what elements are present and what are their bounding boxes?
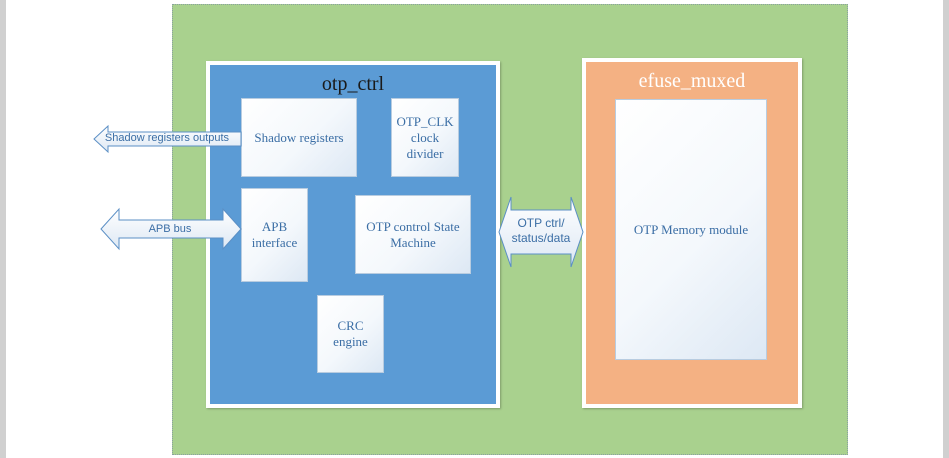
shadow-outputs-arrow	[93, 124, 242, 154]
otp-ctrl-title: otp_ctrl	[321, 73, 385, 95]
efuse-muxed-title: efuse_muxed	[638, 70, 746, 92]
apb-interface-label: APB interface	[251, 219, 298, 250]
otp-link-arrow	[498, 196, 584, 268]
otp-clk-divider-block: OTP_CLK clock divider	[391, 98, 459, 177]
otp-link-label: OTP ctrl/ status/data	[511, 216, 571, 245]
otp-clk-divider-label: OTP_CLK clock divider	[396, 113, 454, 161]
state-machine-label: OTP control State Machine	[366, 218, 460, 250]
otp-memory-module-block: OTP Memory module	[615, 99, 767, 360]
shadow-registers-block: Shadow registers	[241, 98, 357, 177]
apb-interface-block: APB interface	[241, 188, 308, 282]
page-edge-right	[943, 0, 949, 458]
page-edge-left	[0, 0, 6, 458]
shadow-registers-label: Shadow registers	[254, 129, 344, 145]
state-machine-block: OTP control State Machine	[355, 195, 471, 274]
crc-engine-label: CRC engine	[333, 318, 368, 349]
apb-bus-arrow	[100, 207, 242, 251]
otp-memory-module-label: OTP Memory module	[633, 221, 749, 237]
crc-engine-block: CRC engine	[317, 295, 384, 373]
apb-bus-label: APB bus	[148, 223, 192, 235]
shadow-outputs-label: Shadow registers outputs	[104, 132, 230, 144]
